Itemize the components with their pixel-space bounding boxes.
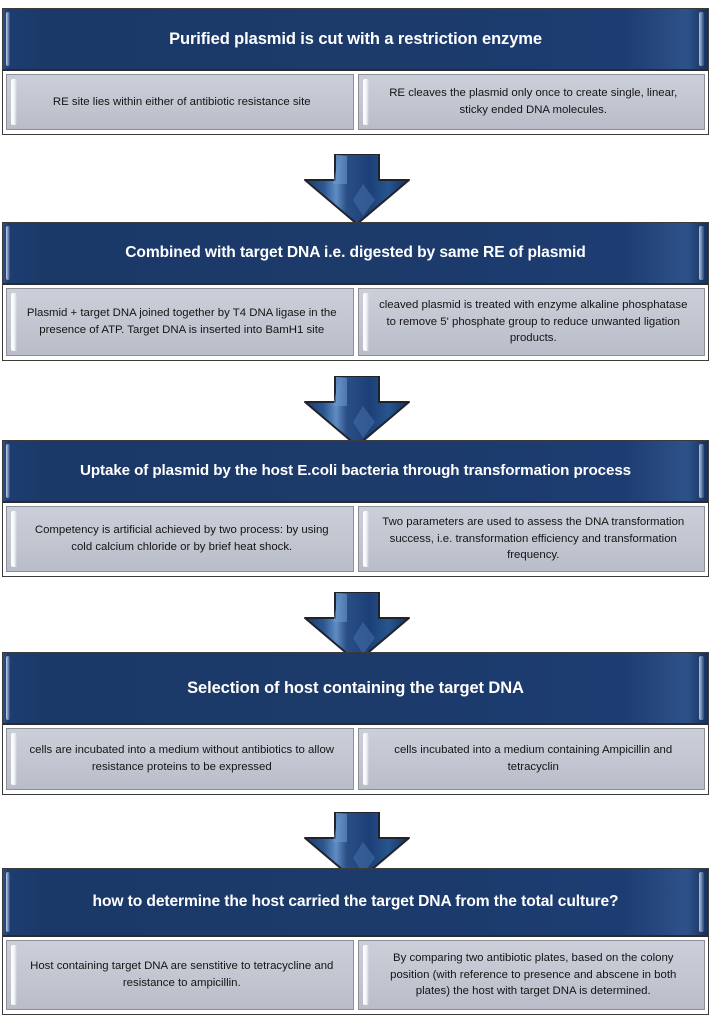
stage-block-4[interactable]: Selection of host containing the target …: [2, 652, 709, 795]
stage-3-detail-right[interactable]: Two parameters are used to assess the DN…: [357, 506, 705, 572]
stage-1-detail-right-text: RE cleaves the plasmid only once to crea…: [389, 87, 678, 116]
stage-3-detail-left[interactable]: Competency is artificial achieved by two…: [6, 506, 354, 572]
stage-title-1: Purified plasmid is cut with a restricti…: [169, 29, 542, 48]
stage-block-2[interactable]: Combined with target DNA i.e. digested b…: [2, 222, 709, 361]
stage-5-detail-right[interactable]: By comparing two antibiotic plates, base…: [357, 940, 705, 1010]
stage-body-3: Competency is artificial achieved by two…: [3, 503, 708, 576]
stage-2-detail-right[interactable]: cleaved plasmid is treated with enzyme a…: [357, 288, 705, 356]
stage-body-4: cells are incubated into a medium withou…: [3, 725, 708, 794]
stage-header-1: Purified plasmid is cut with a restricti…: [3, 9, 708, 71]
stage-header-4: Selection of host containing the target …: [3, 653, 708, 725]
arrow-down-icon-3: [303, 592, 411, 664]
stage-4-detail-right-text: cells incubated into a medium containing…: [394, 744, 673, 773]
stage-5-detail-left[interactable]: Host containing target DNA are senstitiv…: [6, 940, 354, 1010]
stage-title-3: Uptake of plasmid by the host E.coli bac…: [79, 462, 632, 480]
stage-header-2: Combined with target DNA i.e. digested b…: [3, 223, 708, 285]
stage-header-5: how to determine the host carried the ta…: [3, 869, 708, 937]
arrow-down-icon-2: [303, 376, 411, 448]
stage-4-detail-left-text: cells are incubated into a medium withou…: [29, 744, 335, 773]
stage-4-detail-left[interactable]: cells are incubated into a medium withou…: [6, 728, 354, 790]
stage-1-detail-right[interactable]: RE cleaves the plasmid only once to crea…: [357, 74, 705, 130]
arrow-down-icon-1: [303, 154, 411, 226]
arrow-down-icon-4: [303, 812, 411, 884]
stage-header-3: Uptake of plasmid by the host E.coli bac…: [3, 441, 708, 503]
stage-1-detail-left-text: RE site lies within either of antibiotic…: [52, 95, 311, 108]
stage-2-detail-left-text: Plasmid + target DNA joined together by …: [26, 307, 337, 336]
stage-2-detail-left[interactable]: Plasmid + target DNA joined together by …: [6, 288, 354, 356]
stage-title-5: how to determine the host carried the ta…: [92, 893, 619, 911]
stage-block-3[interactable]: Uptake of plasmid by the host E.coli bac…: [2, 440, 709, 577]
stage-title-4: Selection of host containing the target …: [187, 678, 524, 697]
stage-title-2: Combined with target DNA i.e. digested b…: [125, 244, 586, 262]
stage-body-1: RE site lies within either of antibiotic…: [3, 71, 708, 134]
stage-body-5: Host containing target DNA are senstitiv…: [3, 937, 708, 1014]
stage-5-detail-left-text: Host containing target DNA are senstitiv…: [30, 960, 334, 989]
stage-5-detail-right-text: By comparing two antibiotic plates, base…: [390, 952, 677, 998]
stage-4-detail-right[interactable]: cells incubated into a medium containing…: [357, 728, 705, 790]
stage-3-detail-left-text: Competency is artificial achieved by two…: [34, 524, 329, 553]
stage-block-1[interactable]: Purified plasmid is cut with a restricti…: [2, 8, 709, 135]
stage-1-detail-left[interactable]: RE site lies within either of antibiotic…: [6, 74, 354, 130]
stage-2-detail-right-text: cleaved plasmid is treated with enzyme a…: [379, 299, 688, 345]
stage-block-5[interactable]: how to determine the host carried the ta…: [2, 868, 709, 1015]
stage-body-2: Plasmid + target DNA joined together by …: [3, 285, 708, 360]
stage-3-detail-right-text: Two parameters are used to assess the DN…: [382, 516, 685, 562]
